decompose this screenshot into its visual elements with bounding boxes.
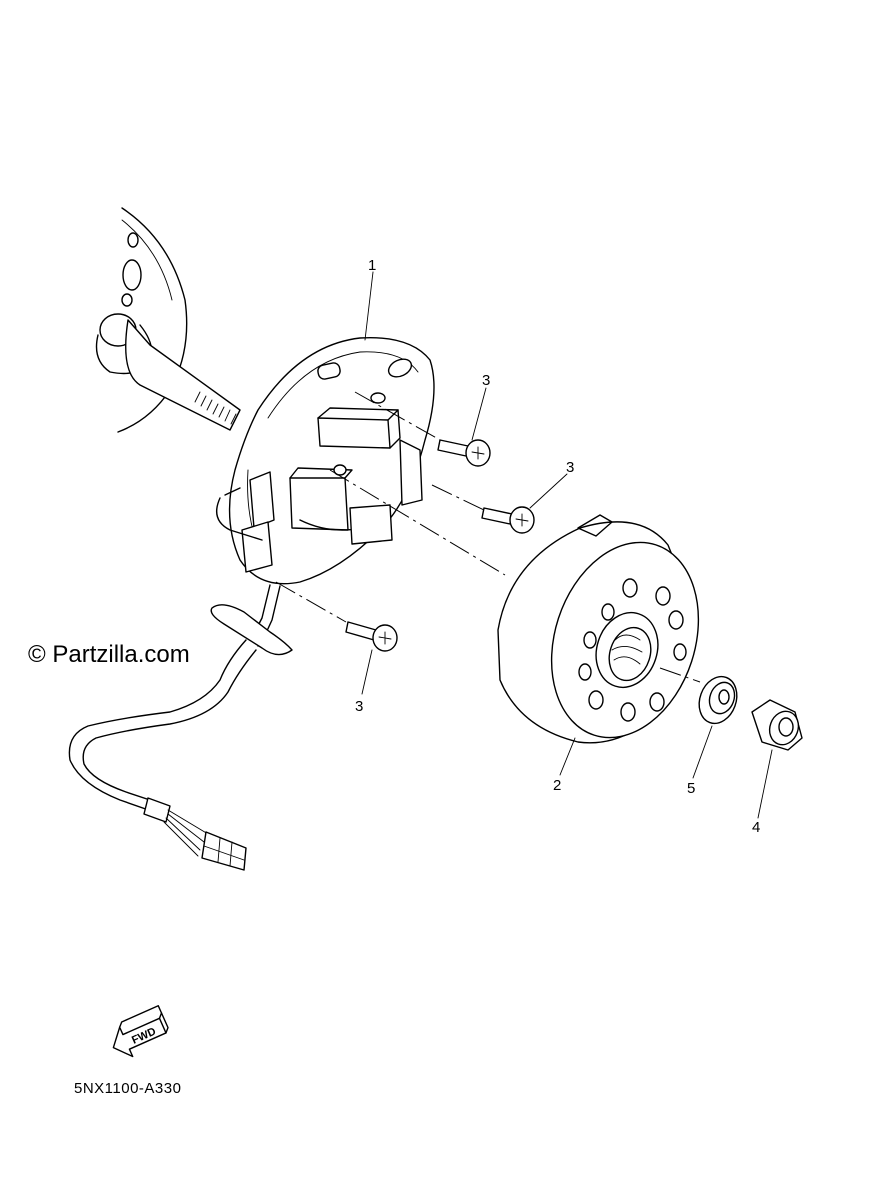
screw-b xyxy=(481,506,535,534)
watermark-text: © Partzilla.com xyxy=(28,641,190,668)
stator-assembly xyxy=(68,336,435,871)
fwd-arrow-icon: FWD xyxy=(112,1005,169,1058)
screw-c xyxy=(345,621,398,652)
callout-5: 5 xyxy=(687,780,695,797)
fwd-label: FWD xyxy=(130,1026,158,1047)
callout-4: 4 xyxy=(752,819,760,836)
washer xyxy=(698,675,738,725)
callout-leaders xyxy=(361,271,773,819)
callout-labels: 1 3 3 3 2 5 4 xyxy=(355,257,760,836)
nut xyxy=(751,699,803,751)
callout-3-middle: 3 xyxy=(566,459,574,476)
crankshaft-illustration xyxy=(95,207,241,433)
diagram-part-code: 5NX1100-A330 xyxy=(74,1080,181,1097)
callout-3-top: 3 xyxy=(482,372,490,389)
assembly-centerlines xyxy=(275,391,701,683)
callout-2: 2 xyxy=(553,777,561,794)
callout-1: 1 xyxy=(368,257,376,274)
screw-a xyxy=(437,439,491,467)
rotor-flywheel xyxy=(497,514,700,744)
callout-3-bottom: 3 xyxy=(355,698,363,715)
